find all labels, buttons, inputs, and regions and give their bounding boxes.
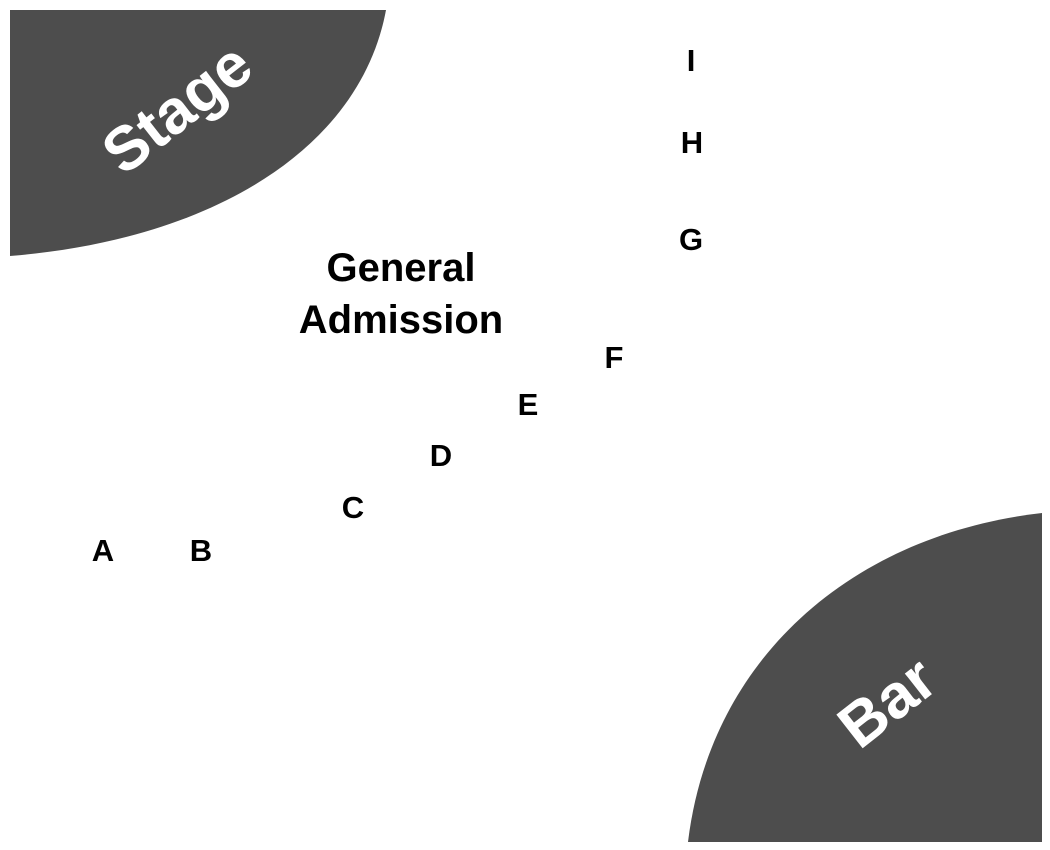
bar-shape: [688, 513, 1042, 842]
section-a[interactable]: A: [92, 533, 114, 568]
section-g[interactable]: G: [679, 222, 703, 257]
section-e[interactable]: E: [518, 387, 539, 422]
stage-area: Stage: [10, 10, 386, 256]
section-f[interactable]: F: [605, 340, 624, 375]
section-labels: A B C D E F G H I: [92, 43, 703, 568]
section-c[interactable]: C: [342, 490, 364, 525]
bar-area: Bar: [688, 513, 1042, 842]
section-b[interactable]: B: [190, 533, 212, 568]
stage-shape: [10, 10, 386, 256]
section-i[interactable]: I: [687, 43, 696, 78]
section-h[interactable]: H: [681, 125, 703, 160]
general-admission-line-1: General: [327, 246, 476, 290]
general-admission-label: General Admission: [299, 246, 503, 342]
section-d[interactable]: D: [430, 438, 452, 473]
general-admission-line-2: Admission: [299, 298, 503, 342]
